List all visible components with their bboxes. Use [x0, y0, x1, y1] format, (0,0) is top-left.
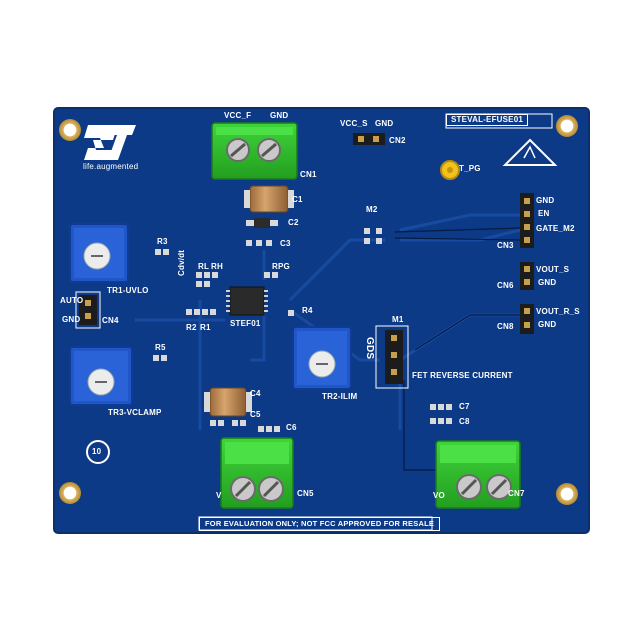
label-gnd-s: GND [375, 119, 394, 128]
label-cn4: CN4 [102, 316, 119, 325]
label-c1: C1 [292, 195, 303, 204]
label-stef01: STEF01 [230, 319, 261, 328]
label-r5: R5 [155, 343, 166, 352]
trimmer-tr2[interactable] [292, 326, 352, 390]
label-tr1: TR1-UVLO [107, 286, 149, 295]
label-vcc-f: VCC_F [224, 111, 252, 120]
terminal-block-cn1[interactable] [211, 122, 298, 180]
board-id-label: STEVAL-EFUSE01 [446, 114, 528, 126]
label-cn8-vout: VOUT_R_S [536, 307, 580, 316]
label-cn3-gnd: GND [536, 196, 555, 205]
label-c5: C5 [250, 410, 261, 419]
header-cn3[interactable] [520, 193, 534, 248]
label-t-pg: T_PG [459, 164, 481, 173]
label-cn2: CN2 [389, 136, 406, 145]
revision-label: 10 [92, 447, 102, 456]
pcb-board [54, 108, 589, 533]
esd-warning-icon [502, 138, 558, 166]
label-cn6-gnd: GND [538, 278, 557, 287]
header-cn6[interactable] [520, 262, 534, 290]
label-cn3: CN3 [497, 241, 514, 250]
label-m1: M1 [392, 315, 404, 324]
terminal-block-cn5[interactable] [220, 437, 294, 509]
label-rpg: RPG [272, 262, 290, 271]
label-auto: AUTO [60, 296, 84, 305]
label-r2: R2 [186, 323, 197, 332]
label-rl: RL [198, 262, 210, 271]
label-cn3-en: EN [538, 209, 550, 218]
label-m2: M2 [366, 205, 378, 214]
label-cn7: CN7 [508, 489, 525, 498]
label-cn6-vout: VOUT_S [536, 265, 570, 274]
label-vout-right: VO [433, 491, 445, 500]
capacitor-c4 [204, 387, 252, 417]
label-cn3-gate: GATE_M2 [536, 224, 575, 233]
label-c4: C4 [250, 389, 261, 398]
ic-stef01 [226, 286, 268, 316]
label-tr2: TR2-ILIM [322, 392, 358, 401]
label-vcc-s: VCC_S [340, 119, 368, 128]
mounting-hole [59, 482, 81, 504]
header-m1[interactable] [385, 330, 403, 384]
label-c7: C7 [459, 402, 470, 411]
capacitor-c1 [244, 185, 294, 213]
header-cn2[interactable] [353, 133, 385, 145]
smd-components [153, 218, 452, 432]
trimmer-tr3[interactable] [69, 346, 133, 406]
revision-mark [86, 440, 110, 464]
label-cn8: CN8 [497, 322, 514, 331]
label-cn1: CN1 [300, 170, 317, 179]
tagline-label: life.augmented [83, 162, 139, 171]
mounting-hole [59, 119, 81, 141]
label-r3: R3 [157, 237, 168, 246]
disclaimer-label: FOR EVALUATION ONLY; NOT FCC APPROVED FO… [199, 517, 441, 531]
st-logo [84, 125, 136, 160]
header-cn4[interactable] [79, 295, 97, 325]
label-c3: C3 [280, 239, 291, 248]
mounting-hole [556, 115, 578, 137]
label-gnd-left: GND [62, 315, 81, 324]
label-c8: C8 [459, 417, 470, 426]
label-tr3: TR3-VCLAMP [108, 408, 162, 417]
label-rh: RH [211, 262, 223, 271]
label-cn5: CN5 [297, 489, 314, 498]
label-gds: GDS [364, 337, 375, 360]
label-r1: R1 [200, 323, 211, 332]
trimmer-tr1[interactable] [69, 223, 129, 283]
header-cn8[interactable] [520, 304, 534, 334]
label-r4: R4 [302, 306, 313, 315]
mounting-hole [556, 483, 578, 505]
label-cn6: CN6 [497, 281, 514, 290]
label-c6: C6 [286, 423, 297, 432]
label-c2: C2 [288, 218, 299, 227]
label-cdvdt: Cdv/dt [177, 249, 186, 276]
label-fet-reverse: FET REVERSE CURRENT [412, 371, 513, 380]
label-gnd-top: GND [270, 111, 289, 120]
label-cn8-gnd: GND [538, 320, 557, 329]
label-vout-left: V [216, 491, 222, 500]
terminal-block-cn7[interactable] [435, 440, 521, 509]
